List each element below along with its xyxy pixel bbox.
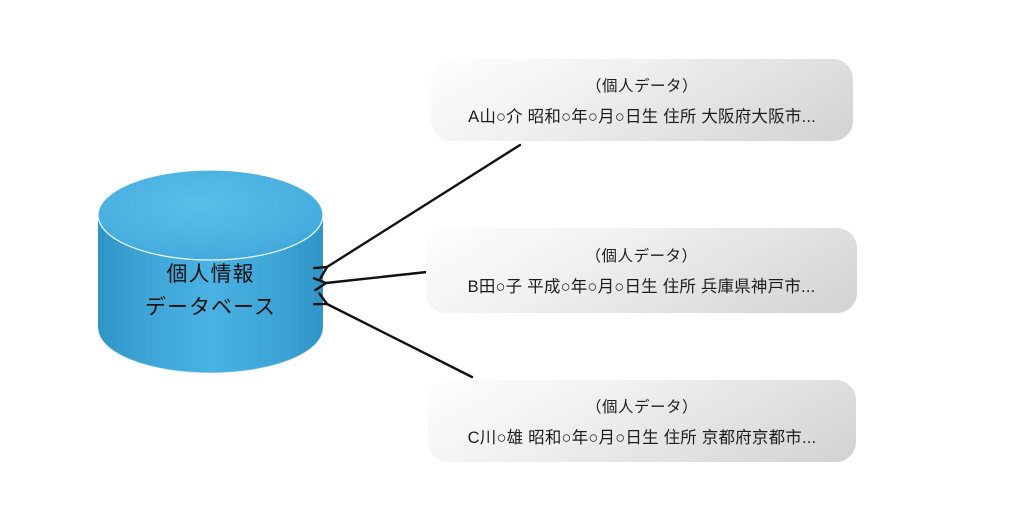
arrow-card2-to-database	[326, 270, 429, 283]
card-detail: A山○介 昭和○年○月○日生 住所 大阪府大阪市...	[468, 107, 816, 126]
card-header: （個人データ）	[585, 77, 698, 95]
arrow-card1-to-database	[327, 143, 522, 267]
personal-data-card-2: （個人データ） B田○子 平成○年○月○日生 住所 兵庫県神戸市...	[426, 228, 857, 313]
personal-data-card-1: （個人データ） A山○介 昭和○年○月○日生 住所 大阪府大阪市...	[431, 59, 853, 141]
arrow-card3-to-database	[327, 304, 474, 379]
database-cylinder	[97, 169, 324, 374]
cylinder-bottom-highlight	[97, 327, 324, 374]
arrows	[326, 143, 522, 379]
card-detail: B田○子 平成○年○月○日生 住所 兵庫県神戸市...	[467, 278, 816, 296]
personal-data-card-3: （個人データ） C川○雄 昭和○年○月○日生 住所 京都府京都市...	[428, 380, 856, 462]
cylinder-top	[97, 169, 324, 261]
card-header: （個人データ）	[585, 398, 698, 416]
card-detail: C川○雄 昭和○年○月○日生 住所 京都府京都市...	[467, 428, 817, 447]
card-header: （個人データ）	[585, 248, 698, 265]
